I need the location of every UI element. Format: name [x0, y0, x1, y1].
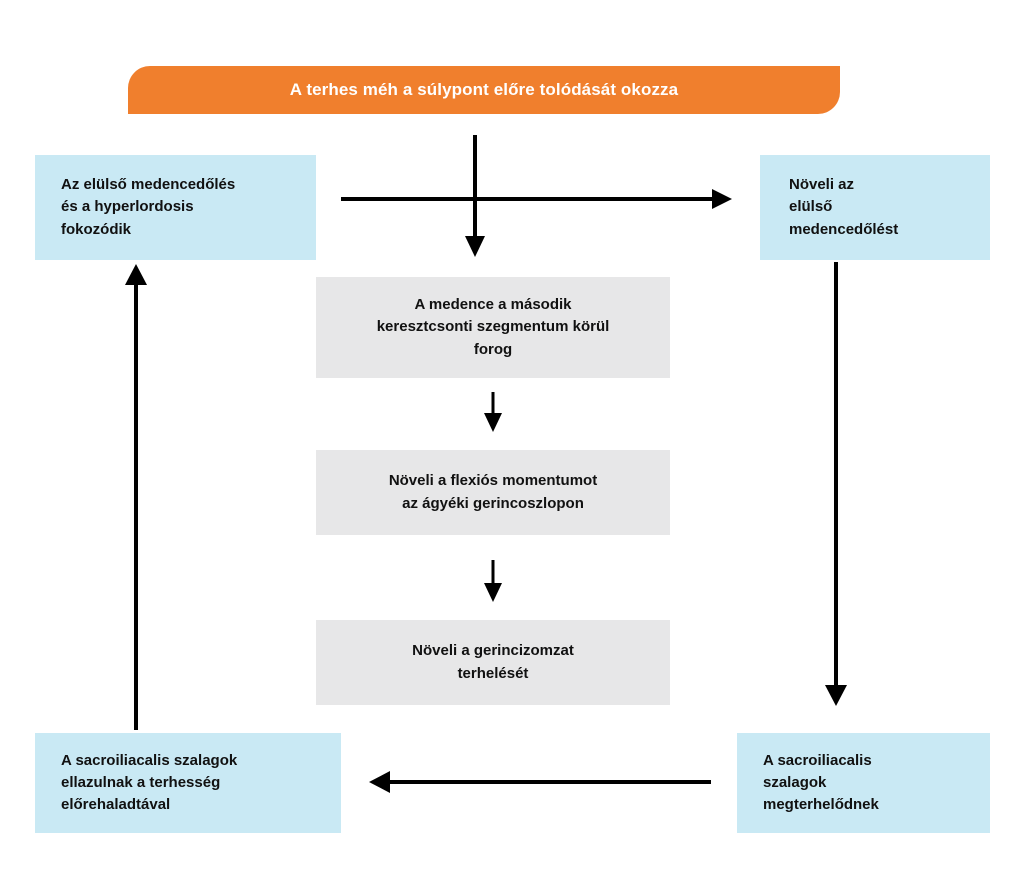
node-top-right: Növeli az elülső medencedőlést	[760, 155, 990, 260]
node-mid-1-label: A medence a második keresztcsonti szegme…	[376, 296, 610, 358]
arrow-top-right-icon	[341, 189, 732, 209]
node-mid-2-label: Növeli a flexiós momentumot az ágyéki ge…	[388, 472, 598, 512]
node-mid-3-label: Növeli a gerincizomzat terhelését	[412, 642, 574, 682]
node-top-right-label: Növeli az elülső medencedőlést	[789, 176, 899, 238]
node-bot-left: A sacroiliacalis szalagok ellazulnak a t…	[35, 733, 341, 833]
arrow-mid2-to-mid3-icon	[484, 560, 502, 602]
arrow-bottom-left-icon	[369, 771, 711, 793]
node-mid-1: A medence a második keresztcsonti szegme…	[316, 277, 670, 378]
node-bot-right-label: A sacroiliacalis szalagok megterhelődnek	[763, 751, 879, 814]
node-top-left-label: Az elülső medencedőlés és a hyperlordosi…	[61, 176, 236, 238]
node-bot-left-label: A sacroiliacalis szalagok ellazulnak a t…	[61, 751, 238, 814]
node-bot-right: A sacroiliacalis szalagok megterhelődnek	[737, 733, 990, 833]
title-banner-label: A terhes méh a súlypont előre tolódását …	[289, 79, 679, 99]
arrow-left-up-icon	[125, 264, 147, 730]
title-banner: A terhes méh a súlypont előre tolódását …	[128, 66, 840, 114]
arrow-right-down-icon	[825, 262, 847, 706]
node-mid-2: Növeli a flexiós momentumot az ágyéki ge…	[316, 450, 670, 535]
node-top-left: Az elülső medencedőlés és a hyperlordosi…	[35, 155, 316, 260]
arrow-banner-down-icon	[465, 135, 485, 257]
arrow-mid1-to-mid2-icon	[484, 392, 502, 432]
node-mid-3: Növeli a gerincizomzat terhelését	[316, 620, 670, 705]
